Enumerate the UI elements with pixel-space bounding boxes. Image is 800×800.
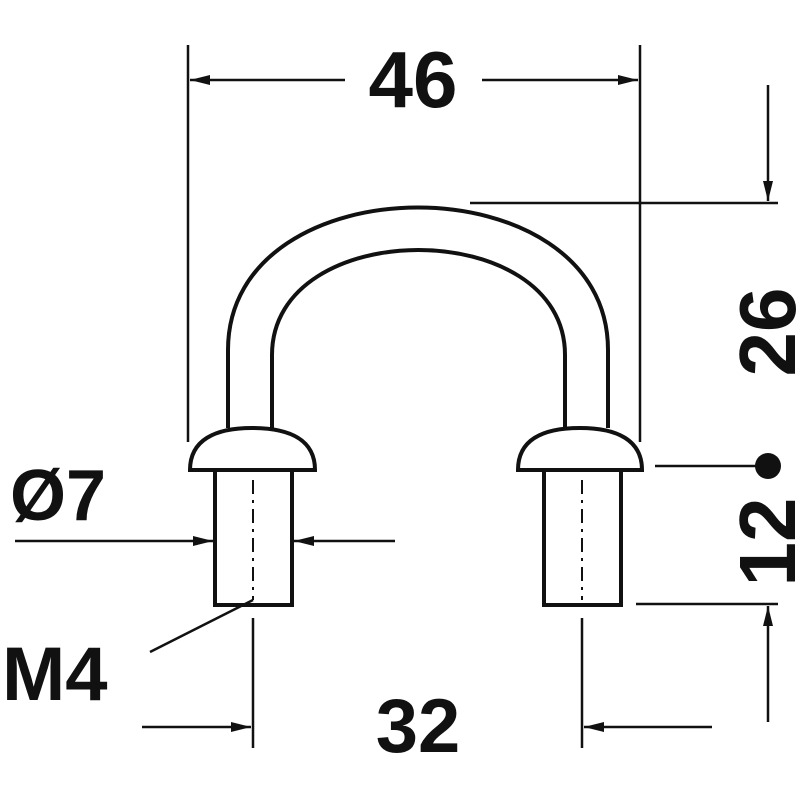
- label-base-height: 12: [723, 498, 800, 587]
- left-cap: [187, 425, 318, 472]
- label-thread: M4: [2, 632, 108, 717]
- handle-arch: [226, 205, 610, 428]
- dim-dot: [755, 453, 781, 479]
- label-centers: 32: [376, 684, 461, 769]
- right-cap: [515, 425, 645, 472]
- m4-leader: [149, 598, 254, 654]
- label-overall-width: 46: [369, 35, 458, 124]
- label-leg-diameter: Ø7: [10, 456, 106, 536]
- label-height: 26: [723, 288, 800, 377]
